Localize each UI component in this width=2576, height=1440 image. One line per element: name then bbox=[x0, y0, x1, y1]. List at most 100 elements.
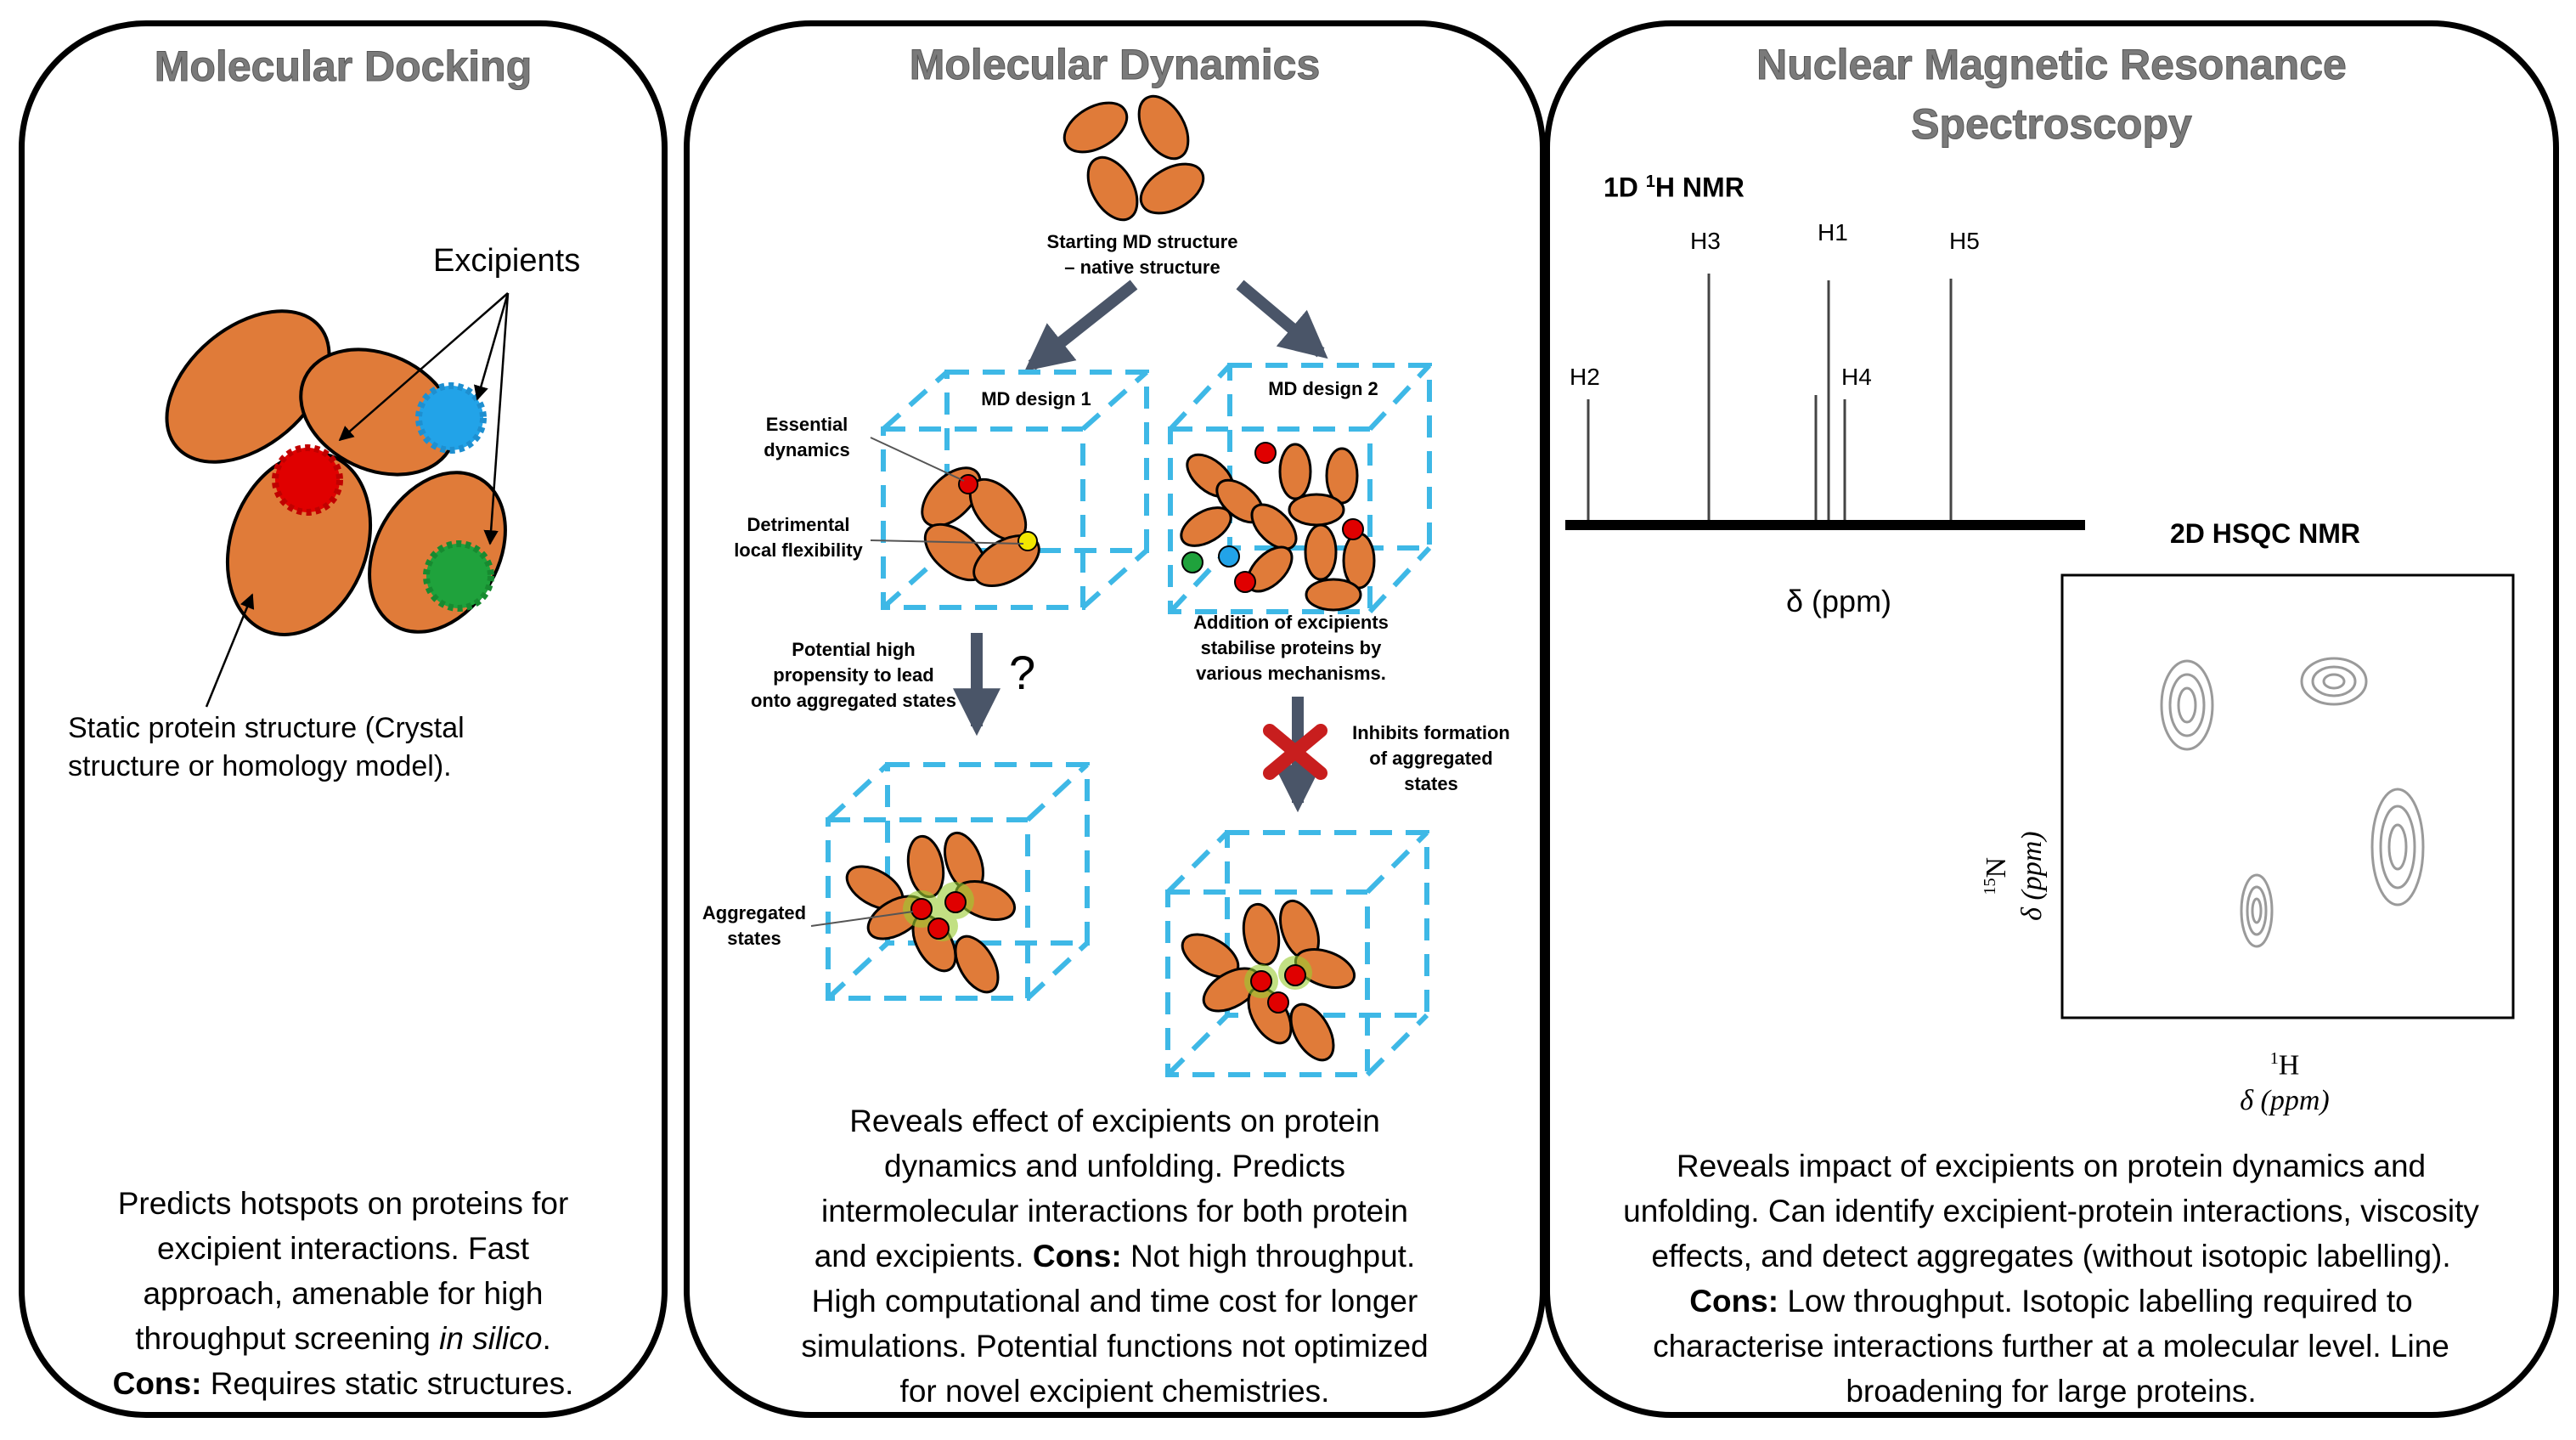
nmr-desc-line: effects, and detect aggregates (without … bbox=[1651, 1239, 2451, 1273]
docking-desc-line: excipient interactions. Fast bbox=[156, 1231, 530, 1266]
peak-label-h1: H1 bbox=[1818, 219, 1848, 246]
red-excipient-icon bbox=[1342, 518, 1364, 540]
nmr-title-2: Spectroscopy bbox=[1911, 100, 2193, 149]
static-structure-label-2: structure or homology model). bbox=[68, 750, 452, 782]
question-mark: ? bbox=[1009, 646, 1036, 699]
red-excipient-icon bbox=[1254, 442, 1277, 464]
detrimental-line: local flexibility bbox=[734, 539, 863, 561]
y-isotope: 15N bbox=[1972, 791, 2015, 961]
nmr-desc-line: broadening for large proteins. bbox=[1846, 1374, 2257, 1409]
aggregated-states-label: Aggregated states bbox=[695, 901, 814, 952]
starting-structure-label: Starting MD structure – native structure bbox=[1011, 229, 1274, 280]
inhibits-line: states bbox=[1404, 773, 1458, 794]
nmr-panel: Nuclear Magnetic Resonance Spectroscopy bbox=[1544, 20, 2559, 1418]
static-structure-arrow bbox=[205, 593, 255, 708]
blue-excipient-icon bbox=[1218, 545, 1240, 568]
static-structure-label-1: Static protein structure (Crystal bbox=[68, 712, 465, 744]
green-excipient-icon bbox=[423, 540, 494, 612]
nmr-1d-text: 1D bbox=[1604, 172, 1646, 203]
red-excipient-icon bbox=[910, 898, 933, 920]
dynamics-desc-line: Reveals effect of excipients on protein bbox=[849, 1104, 1380, 1138]
inhibits-formation-label: Inhibits formation of aggregated states bbox=[1333, 720, 1529, 797]
docking-desc-text: throughput screening bbox=[135, 1321, 440, 1356]
green-excipient-icon bbox=[1181, 551, 1203, 573]
excipient-arrow bbox=[473, 292, 510, 401]
in-silico-text: in silico bbox=[439, 1321, 543, 1356]
nmr-desc-line: characterise interactions further at a m… bbox=[1653, 1329, 2449, 1364]
peak-label-h2: H2 bbox=[1570, 364, 1600, 390]
dynamics-panel: Molecular Dynamics bbox=[684, 20, 1546, 1418]
potential-propensity-label: Potential high propensity to lead onto a… bbox=[730, 637, 977, 714]
docking-desc-line: approach, amenable for high bbox=[143, 1276, 544, 1311]
red-excipient-icon bbox=[272, 444, 343, 516]
dynamics-desc-line: intermolecular interactions for both pro… bbox=[820, 1194, 1409, 1228]
nmr-1d-sup: 1 bbox=[1645, 172, 1655, 191]
addition-line: various mechanisms. bbox=[1196, 663, 1386, 684]
md-design-2-label: MD design 2 bbox=[1268, 378, 1378, 399]
y-axis-units: δ (ppm) bbox=[2016, 831, 2049, 921]
excipient-arrow bbox=[483, 292, 510, 545]
delta-ppm-label: δ (ppm) bbox=[1786, 584, 1892, 618]
branch-arrow-left bbox=[1024, 280, 1138, 371]
protein-domain bbox=[165, 309, 331, 464]
hsqc-label: 2D HSQC NMR bbox=[2170, 518, 2361, 549]
peak-label-h4: H4 bbox=[1841, 364, 1872, 390]
red-excipient-icon bbox=[1284, 964, 1306, 986]
x-axis-units: δ (ppm) bbox=[2240, 1085, 2330, 1117]
dynamics-description: Reveals effect of excipients on protein … bbox=[696, 1098, 1533, 1414]
inhibits-line: of aggregated bbox=[1369, 748, 1493, 769]
blue-excipient-icon bbox=[415, 382, 487, 454]
cons-label: Cons: bbox=[112, 1366, 202, 1401]
aggregated-line: Aggregated bbox=[702, 902, 807, 923]
starting-label-line: – native structure bbox=[1064, 257, 1220, 278]
red-excipient-icon bbox=[958, 474, 978, 494]
starting-label-line: Starting MD structure bbox=[1046, 231, 1238, 252]
red-excipient-icon bbox=[944, 891, 967, 913]
nmr-title-1: Nuclear Magnetic Resonance bbox=[1756, 41, 2348, 89]
docking-desc-line: throughput screening in silico. bbox=[34, 1316, 652, 1361]
red-excipient-icon bbox=[1250, 970, 1272, 992]
docking-title: Molecular Docking bbox=[154, 42, 533, 91]
hsqc-peaks bbox=[2160, 657, 2425, 948]
excipients-label: Excipients bbox=[433, 243, 581, 279]
addition-line: stabilise proteins by bbox=[1200, 637, 1382, 658]
cons-label: Cons: bbox=[1689, 1284, 1779, 1319]
dynamics-title: Molecular Dynamics bbox=[909, 41, 1321, 89]
y-sup: 15 bbox=[1980, 878, 1999, 895]
x-iso: H bbox=[2278, 1049, 2300, 1081]
y-iso: N bbox=[1981, 856, 2013, 878]
x-isotope: 1H bbox=[2200, 1041, 2370, 1083]
nmr-1d-label: 1D 1H NMR bbox=[1604, 163, 1745, 206]
docking-desc-text: . bbox=[542, 1321, 551, 1356]
dynamics-desc-text: and excipients. bbox=[814, 1239, 1033, 1273]
red-excipient-icon bbox=[927, 918, 950, 940]
potential-line: Potential high bbox=[792, 639, 916, 660]
docking-cons-text: Requires static structures. bbox=[201, 1366, 574, 1401]
peak-label-h5: H5 bbox=[1949, 228, 1980, 254]
aggregated-cube bbox=[826, 762, 1090, 1001]
nmr-desc-line: unfolding. Can identify excipient-protei… bbox=[1623, 1194, 2479, 1228]
potential-line: onto aggregated states bbox=[750, 690, 957, 711]
md-design-1-cube bbox=[881, 370, 1149, 610]
docking-panel: Molecular Docking bbox=[19, 20, 668, 1418]
potential-line: propensity to lead bbox=[773, 664, 934, 686]
excipient-arrow bbox=[338, 292, 509, 442]
yellow-excipient-icon bbox=[1017, 531, 1038, 551]
addition-line: Addition of excipients bbox=[1193, 612, 1389, 633]
md-design-2-proteins bbox=[1180, 443, 1376, 612]
dynamics-desc-line: High computational and time cost for lon… bbox=[811, 1284, 1418, 1319]
nmr-desc-line: Reveals impact of excipients on protein … bbox=[1676, 1149, 2427, 1183]
nmr-description: Reveals impact of excipients on protein … bbox=[1554, 1144, 2548, 1414]
red-excipient-icon bbox=[1234, 571, 1256, 593]
hsqc-y-axis-label: 15N δ (ppm) bbox=[1972, 791, 2050, 961]
peak-label-h3: H3 bbox=[1690, 228, 1721, 254]
hsqc-plot-frame bbox=[2060, 573, 2515, 1019]
cons-label: Cons: bbox=[1032, 1239, 1122, 1273]
hsqc-x-axis-label: 1H δ (ppm) bbox=[2200, 1041, 2370, 1119]
starting-structure bbox=[1063, 94, 1205, 222]
stabilised-cube bbox=[1165, 830, 1429, 1077]
addition-excipients-label: Addition of excipients stabilise protein… bbox=[1164, 610, 1418, 686]
